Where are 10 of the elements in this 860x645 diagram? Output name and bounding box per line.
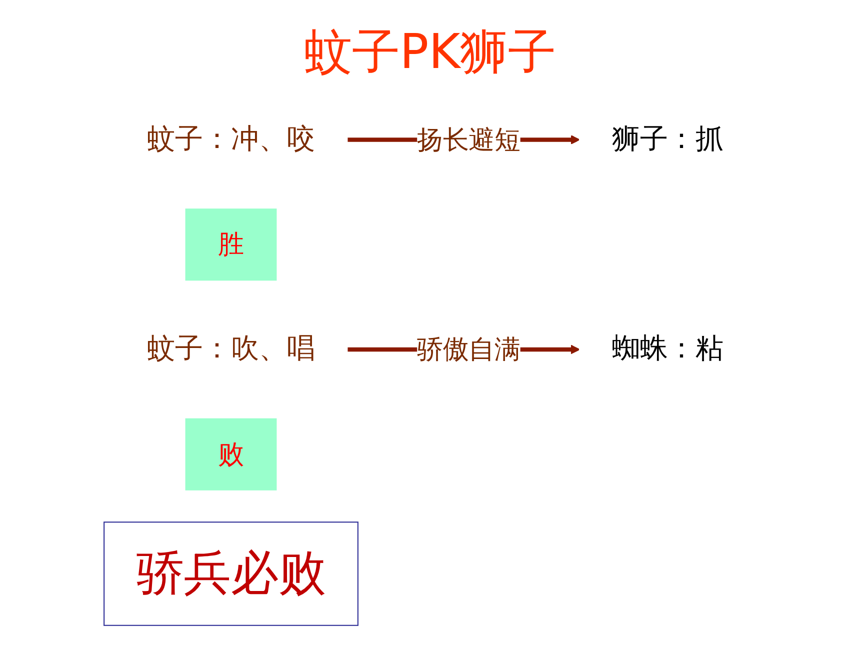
edge-label: 骄傲自满 bbox=[417, 334, 520, 365]
node-box: 胜 bbox=[185, 208, 277, 281]
node-box: 败 bbox=[185, 418, 277, 490]
title: 蚊子PK狮子 bbox=[302, 23, 558, 82]
node-text: 蜘蛛：粘 bbox=[612, 332, 724, 366]
node-text: 狮子：抓 bbox=[612, 123, 724, 156]
node-box: 骄兵必败 bbox=[104, 522, 358, 626]
edge-label: 扬长避短 bbox=[417, 124, 520, 155]
node-text: 蚊子：吹、唱 bbox=[147, 332, 315, 366]
node-text: 蚊子：冲、咬 bbox=[147, 123, 315, 156]
